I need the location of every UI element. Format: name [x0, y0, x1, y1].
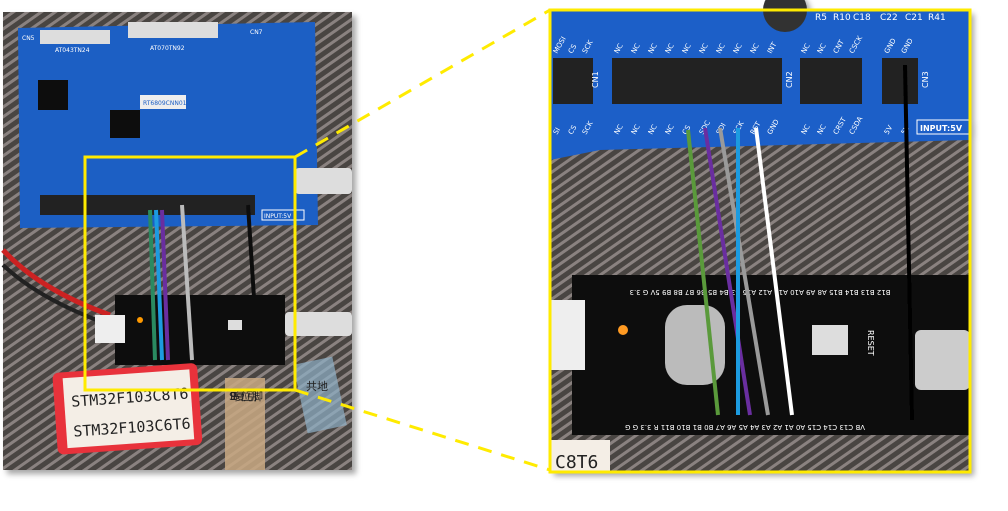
- label-cn7: CN7: [250, 29, 263, 36]
- crystal: [665, 305, 725, 385]
- svg-text:RESET: RESET: [866, 330, 875, 356]
- svg-text:CN2: CN2: [785, 71, 794, 88]
- zoom-input-5v: INPUT:5V: [920, 124, 963, 133]
- zoom-panel: R5 R10 C18 C22 C21 R41 CN1 CN2 CN3 MOSI …: [550, 0, 971, 473]
- tape-note: SPI + 复位 引脚 共地: [225, 356, 347, 470]
- wire-white: [754, 127, 794, 416]
- wire-purple: [703, 127, 752, 416]
- svg-text:C18: C18: [853, 13, 871, 23]
- svg-text:C22: C22: [880, 13, 898, 23]
- mcu-bottom-pins: VB C13 C14 C15 A0 A1 A2 A3 A4 A5 A6 A7 B…: [625, 423, 865, 431]
- svg-text:CN1: CN1: [591, 71, 600, 88]
- power-led: [618, 325, 628, 335]
- callout-line-bottom: [294, 388, 551, 472]
- svg-text:R10: R10: [833, 13, 851, 23]
- mcu-top-pins: B12 B13 B14 B15 A8 A9 A10 A11 A12 A15 B3…: [630, 288, 891, 296]
- svg-text:CS: CS: [567, 42, 579, 55]
- header-row: [40, 195, 255, 215]
- pin-label: CS: [681, 123, 693, 136]
- chip-sticker: STM32F103C8T6 STM32F103C6T6: [52, 363, 203, 455]
- zoom-panel-border: [548, 8, 972, 474]
- label-controller: RT6809CNN01: [143, 100, 187, 107]
- jumper-wires: [148, 204, 260, 361]
- zoomed-jumper-wires: [686, 64, 914, 421]
- wire-black: [903, 64, 914, 421]
- wire-green: [686, 129, 720, 416]
- svg-text:R5: R5: [815, 13, 827, 23]
- highlight-box: [83, 155, 297, 392]
- svg-text:R41: R41: [928, 13, 946, 23]
- left-photo: AT043TN24 AT070TN92 RT6809CNN01 CN5 CN7 …: [1, 12, 352, 470]
- svg-text:共地: 共地: [306, 380, 328, 393]
- usb-port: [915, 330, 970, 390]
- label-at070: AT070TN92: [150, 45, 185, 52]
- reset-button: [812, 325, 848, 355]
- label-input-5v: INPUT:5V: [264, 213, 292, 220]
- zoomed-stm32-board: [572, 275, 970, 435]
- callout-line-top: [294, 8, 551, 159]
- svg-text:CS: CS: [567, 123, 579, 136]
- pin-headers: [553, 58, 918, 104]
- pin-label: 5V: [883, 124, 895, 136]
- label-cn5: CN5: [22, 35, 35, 42]
- label-at043: AT043TN24: [55, 47, 90, 54]
- usb-cable: [295, 168, 352, 194]
- svg-text:C21: C21: [905, 13, 923, 23]
- wire-gray: [718, 127, 770, 416]
- svg-text:SI: SI: [552, 126, 562, 136]
- svg-text:C8T6: C8T6: [555, 452, 598, 473]
- svg-text:SPI + 复位 引脚: SPI + 复位 引脚: [229, 389, 263, 403]
- connector: [550, 300, 585, 370]
- svg-text:CN3: CN3: [921, 71, 930, 88]
- lcd-driver-board: [18, 22, 318, 228]
